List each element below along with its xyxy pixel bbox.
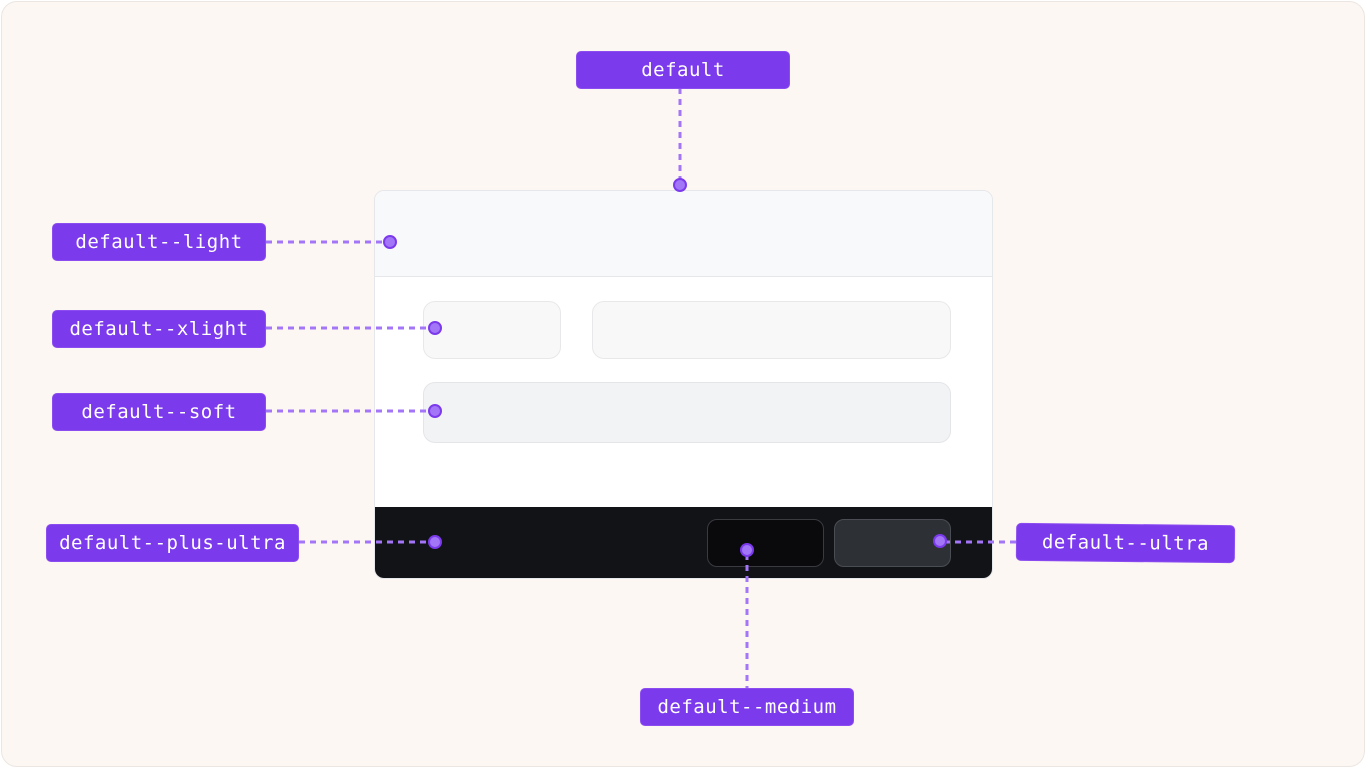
- xlight-box-small: [423, 301, 561, 359]
- anchor-dot-medium: [740, 543, 754, 557]
- anchor-dot-soft: [428, 404, 442, 418]
- label-default-xlight: default--xlight: [52, 310, 266, 348]
- anchor-dot-plus-ultra: [428, 535, 442, 549]
- xlight-box-wide: [592, 301, 951, 359]
- ultra-button[interactable]: [834, 519, 951, 567]
- anchor-dot-xlight: [428, 321, 442, 335]
- label-default: default: [576, 51, 790, 89]
- medium-button[interactable]: [707, 519, 824, 567]
- label-default-light: default--light: [52, 223, 266, 261]
- anchor-dot-default: [673, 178, 687, 192]
- anchor-dot-ultra: [933, 534, 947, 548]
- label-default-plus-ultra: default--plus-ultra: [46, 524, 299, 562]
- card-footer: [375, 507, 992, 578]
- label-default-ultra: default--ultra: [1015, 522, 1236, 564]
- label-default-medium: default--medium: [640, 688, 854, 726]
- card-header: [375, 191, 992, 277]
- soft-box: [423, 382, 951, 443]
- anchor-dot-light: [383, 235, 397, 249]
- component-card: [374, 190, 993, 579]
- label-default-soft: default--soft: [52, 393, 266, 431]
